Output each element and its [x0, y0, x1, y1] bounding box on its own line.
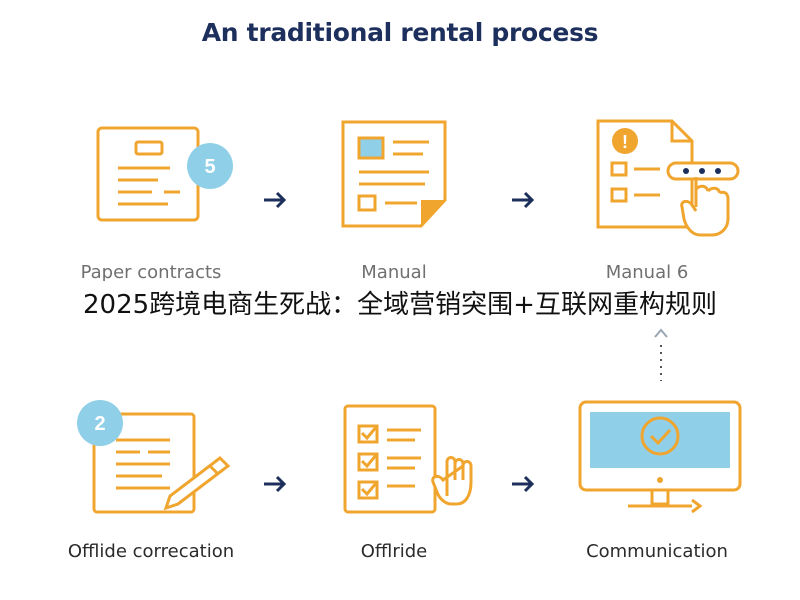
step-badge: 5 — [187, 143, 233, 189]
step-label: Offlide correcation — [67, 541, 235, 562]
manual-form-hand-icon: ! — [596, 119, 740, 237]
arrow-right-icon — [264, 191, 287, 209]
step-badge-number: 5 — [204, 156, 215, 178]
communication-monitor-icon — [578, 400, 742, 514]
caption-overlay-band — [0, 281, 800, 325]
step-badge: 2 — [77, 400, 123, 446]
offline-checklist-icon — [343, 404, 473, 514]
alert-mark: ! — [622, 132, 628, 152]
step-label: Offlride — [360, 541, 428, 562]
arrow-right-icon — [512, 475, 535, 493]
offline-correction-form-icon — [92, 412, 231, 514]
manual-record-document-icon — [341, 120, 447, 228]
step-label: Paper contracts — [80, 262, 222, 283]
arrow-right-icon — [512, 191, 535, 209]
step-label: Manual 6 — [605, 262, 689, 283]
caption-overlay-text: 2025跨境电商生死战：全域营销突围+互联网重构规则 — [83, 290, 717, 320]
step-badge-number: 2 — [94, 413, 105, 435]
arrow-right-icon — [264, 475, 287, 493]
diagram-title: An traditional rental process — [201, 18, 599, 47]
step-label: Communication — [586, 541, 728, 562]
arrow-up-dotted-icon — [654, 328, 668, 381]
step-label: Manual — [361, 262, 427, 283]
